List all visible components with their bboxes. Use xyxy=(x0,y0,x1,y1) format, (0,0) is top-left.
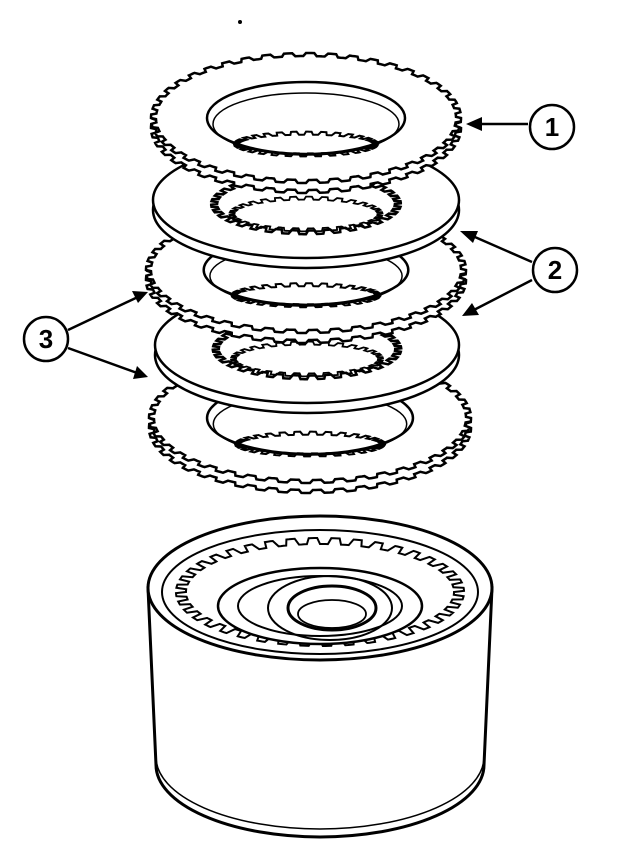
clutch-drum-housing xyxy=(146,514,494,839)
friction-disc-top xyxy=(149,51,463,195)
leader-line-3b xyxy=(67,346,141,376)
parts-group xyxy=(144,20,494,839)
leader-line-2a xyxy=(467,232,533,264)
callout-circle-2 xyxy=(531,246,579,294)
callout-circle-3 xyxy=(22,315,70,363)
callout-label-2: 2 xyxy=(548,255,562,285)
leader-arrowhead-2a xyxy=(460,231,478,243)
leader-arrowhead-2b xyxy=(462,303,479,316)
leader-arrowhead-3b xyxy=(133,366,148,379)
leader-arrowhead-3a xyxy=(132,291,148,303)
leader-arrowhead-1 xyxy=(466,117,482,131)
leader-line-2b xyxy=(467,278,533,315)
callout-label-1: 1 xyxy=(545,112,559,142)
callout-circle-1 xyxy=(528,103,576,151)
callout-label-3: 3 xyxy=(39,324,53,354)
leader-line-3a xyxy=(67,294,141,332)
stray-dot xyxy=(238,20,242,24)
callouts-group: 1 2 3 xyxy=(22,103,579,379)
